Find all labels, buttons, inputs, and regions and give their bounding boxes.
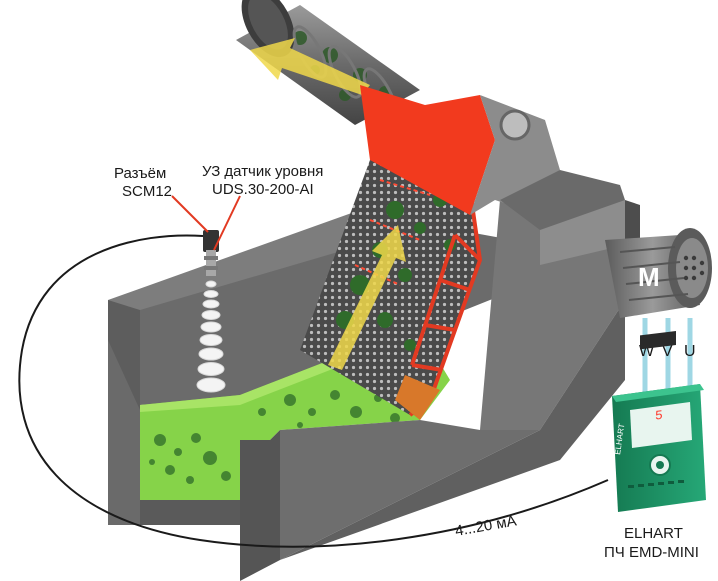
connector-callout-line — [171, 195, 209, 233]
connector-label-line1: Разъём — [114, 165, 166, 182]
drive-readout: 5 — [655, 408, 663, 424]
drive-label-line1: ELHART — [624, 525, 683, 542]
phase-label-u: U — [684, 343, 696, 360]
motor-letter: M — [638, 262, 660, 292]
sensor-callout-line — [213, 195, 241, 251]
drive-brand: ELHART — [613, 423, 626, 455]
connector-label-line2: SCM12 — [122, 183, 172, 200]
channel-front-walls — [108, 200, 640, 581]
motor: M — [605, 228, 712, 318]
ultrasonic-sensor — [203, 230, 219, 276]
signal-label: 4...20 мА — [454, 512, 518, 540]
screw-housing — [360, 85, 625, 230]
flow-arrow-screen — [328, 225, 406, 370]
signal-cable — [18, 234, 609, 548]
drive-label-line2: ПЧ EMD-MINI — [604, 544, 699, 561]
sensor-label-line2: UDS.30-200-AI — [212, 181, 314, 198]
frequency-drive: 5 ELHART — [612, 330, 706, 512]
ultrasonic-beam — [196, 280, 226, 393]
phase-label-v: V — [662, 343, 673, 360]
sensor-label-line1: УЗ датчик уровня — [202, 163, 323, 180]
